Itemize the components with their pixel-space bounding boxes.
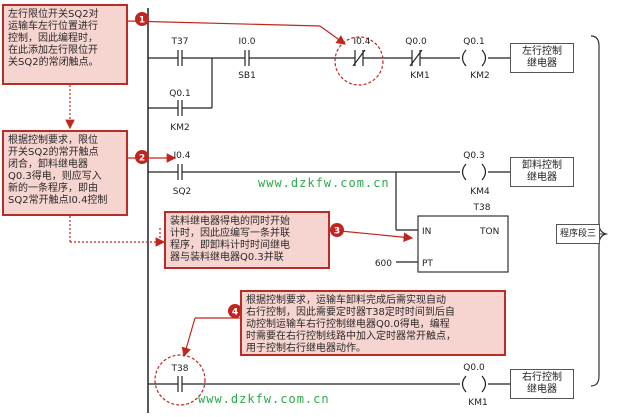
badge-1: 1 xyxy=(135,12,149,26)
i00-addr: I0.0 xyxy=(239,37,256,47)
nc-contact-highlight xyxy=(334,36,384,86)
badge-3: 3 xyxy=(330,223,344,237)
svg-text:3: 3 xyxy=(334,227,340,237)
right-relay-label: 右行控制 继电器 xyxy=(510,369,574,399)
km2-coil-label: KM2 xyxy=(470,71,489,81)
watermark-upper: www.dzkfw.com.cn xyxy=(258,176,390,190)
rung-3 xyxy=(148,375,510,393)
timer-ton: TON xyxy=(479,227,499,237)
q03-coil-addr: Q0.3 xyxy=(463,151,484,161)
km1-label: KM1 xyxy=(410,71,429,81)
svg-text:2: 2 xyxy=(139,154,145,164)
watermark-lower: www.dzkfw.com.cn xyxy=(198,392,330,406)
km2-branch-label: KM2 xyxy=(170,123,189,133)
t37-addr: T37 xyxy=(171,37,189,47)
i04-no-addr: I0.4 xyxy=(174,151,191,161)
timer-preset: 600 xyxy=(375,259,392,269)
note-3: 装料继电器得电的同时开始 计时，因此应编写一条并联 程序，即卸料计时时间继电 器… xyxy=(164,211,330,269)
svg-text:1: 1 xyxy=(139,16,145,26)
note-4: 根据控制要求，运输车卸料完成后需实现自动 右行控制，因此需要定时器T38定时时间… xyxy=(240,290,506,356)
program-section-label: 程序段三 xyxy=(556,224,600,244)
timer-pt: PT xyxy=(422,259,433,269)
rung-2 xyxy=(148,163,510,273)
timer-in: IN xyxy=(422,227,431,237)
section-brace xyxy=(590,35,609,387)
t38-contact-highlight xyxy=(154,354,206,406)
sb1-label: SB1 xyxy=(238,71,256,81)
note-2: 根据控制要求，限位 开关SQ2的常开触点 闭合，卸料继电器 Q0.3得电，则应写… xyxy=(2,130,128,216)
q01-branch-addr: Q0.1 xyxy=(169,89,190,99)
km1-coil-label: KM1 xyxy=(468,398,487,408)
badge-2: 2 xyxy=(135,150,149,164)
rung-1 xyxy=(148,49,510,116)
note-1: 左行限位开关SQ2对 运输车左行位置进行 控制，因此编程时， 在此添加左行限位开… xyxy=(2,4,128,85)
q01-coil-addr: Q0.1 xyxy=(463,37,484,47)
km4-coil-label: KM4 xyxy=(470,187,490,197)
q00-nc-addr: Q0.0 xyxy=(405,37,427,47)
svg-text:4: 4 xyxy=(232,308,238,318)
badge-4: 4 xyxy=(228,304,242,318)
unload-relay-label: 卸料控制 继电器 xyxy=(510,157,574,187)
timer-name: T38 xyxy=(473,203,491,213)
q00-coil-addr: Q0.0 xyxy=(463,363,485,373)
sq2-label: SQ2 xyxy=(173,187,192,197)
t38-contact-addr: T38 xyxy=(171,364,189,374)
i04-nc-addr: I0.4 xyxy=(354,37,371,47)
left-relay-label: 左行控制 继电器 xyxy=(510,43,574,73)
